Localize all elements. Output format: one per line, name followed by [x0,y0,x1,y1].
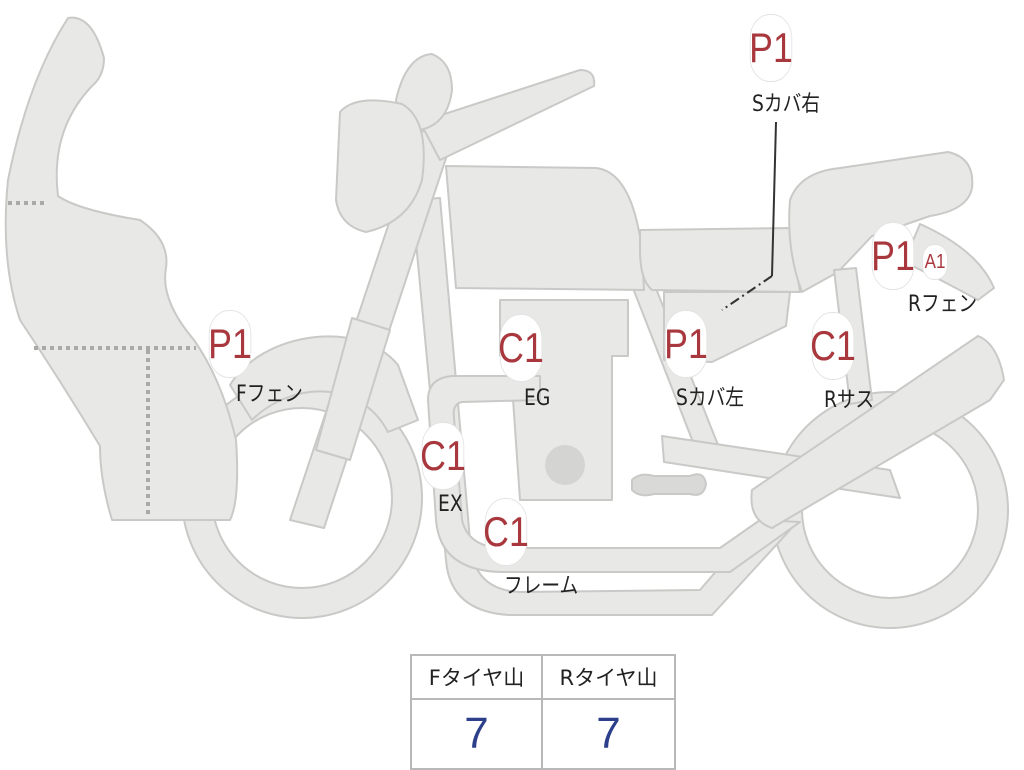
rear-tire-tread-value: 7 [596,709,621,758]
label-rear-suspension: Rサス [824,388,875,413]
fuel-tank [445,165,645,291]
marker-c1-exhaust: C1 [420,422,466,490]
front-tire-tread-value: 7 [412,700,543,768]
label-exhaust: EX [438,492,463,517]
marker-a1-rear-fender: A1 [922,244,948,280]
headlight [335,99,425,233]
label-rear-fender: Rフェン [908,292,978,317]
exhaust-pipe [427,375,801,573]
rear-cowl [788,151,974,293]
rear-axle [631,473,707,497]
marker-p1-s-cover-right: P1 [749,14,793,82]
label-frame: フレーム [504,574,579,599]
marker-p1-s-cover-left: P1 [664,310,708,378]
marker-p1-front-fender: P1 [208,310,252,378]
leader-line-s-cover-right [771,121,777,277]
handlebar [419,69,596,161]
fork-boot [315,317,391,461]
tire-tread-table: Fタイヤ山 Rタイヤ山 7 7 [410,654,676,770]
marker-c1-engine: C1 [498,314,544,382]
label-engine: EG [524,386,551,411]
label-front-fender: Fフェン [236,382,303,407]
front-tire-tread-header: Fタイヤ山 [412,656,543,700]
rear-fender [903,223,995,301]
marker-p1-rear-fender: P1 [871,222,915,290]
label-s-cover-left: Sカバ左 [676,386,744,411]
label-s-cover-right: Sカバ右 [752,92,820,117]
rear-tire-tread-header: Rタイヤ山 [543,656,674,700]
marker-c1-frame: C1 [483,498,529,566]
front-fairing [4,16,239,521]
seat [639,227,801,293]
muffler [750,335,1005,529]
marker-c1-rear-suspension: C1 [810,312,856,380]
engine-cover [545,445,585,485]
